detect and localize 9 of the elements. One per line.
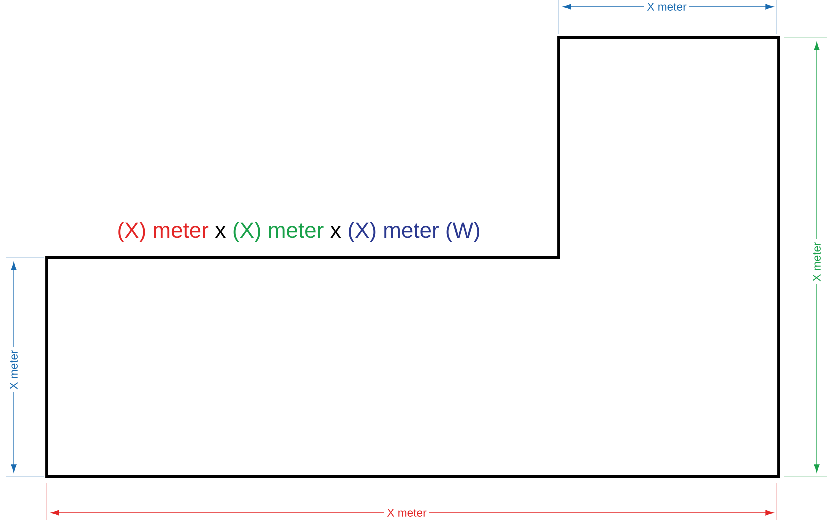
dimension-label: X meter xyxy=(7,348,21,392)
dimension-label: X meter xyxy=(644,0,690,14)
area-formula-text: (X) meter xyxy=(234,222,324,243)
area-formula-text: (X) meter (W) xyxy=(349,222,480,243)
area-formula-text: x xyxy=(215,226,226,238)
dimension-label: X meter xyxy=(810,240,824,284)
area-formula-text: (X) meter xyxy=(118,222,209,243)
dimension-label: X meter xyxy=(384,506,430,520)
area-formula-text: x xyxy=(330,226,342,238)
